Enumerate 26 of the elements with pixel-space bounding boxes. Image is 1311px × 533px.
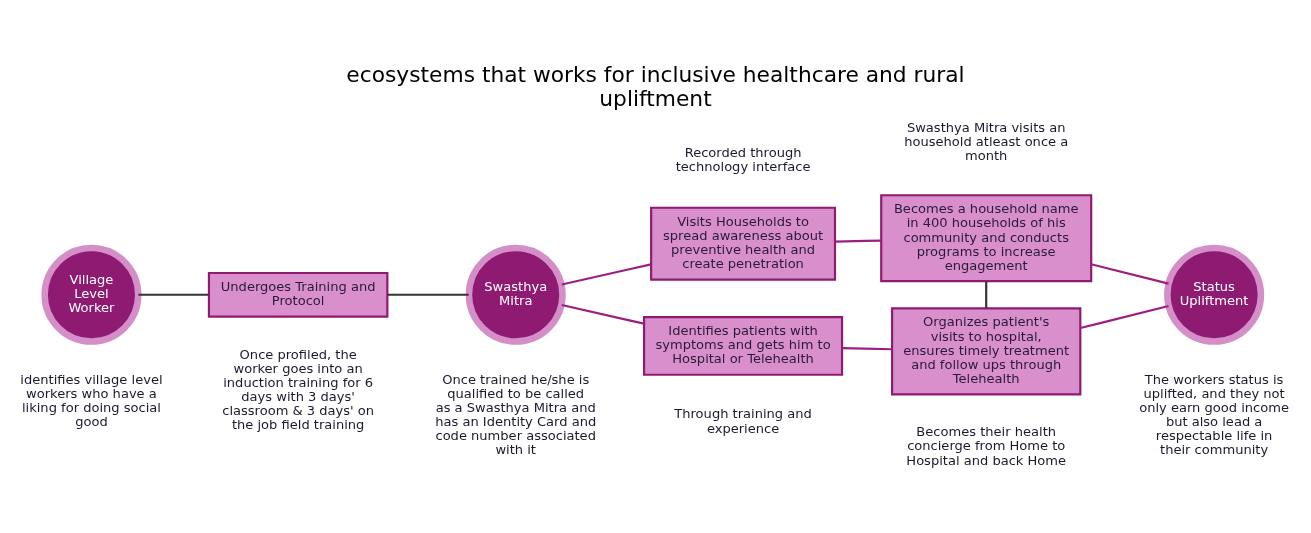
diagram-title: ecosystems that works for inclusive healthcare and rural upliftment xyxy=(346,62,965,112)
node-box: Identifies patients with symptoms and gets him to Hospital or Telehealth xyxy=(643,316,844,376)
node-label: Swasthya Mitra visits an household atleast once a month xyxy=(904,119,1069,163)
node-label: The workers status is uplifted, and they not only earn good income but also lead a respectable life in their community xyxy=(1139,371,1289,458)
node-label: Becomes their health concierge from Home to Hospital and back Home xyxy=(906,424,1067,468)
connector xyxy=(985,281,988,309)
connector xyxy=(387,293,469,296)
node-box: Organizes patient's visits to hospital, ensures timely treatment and follow ups through Telehealth xyxy=(891,307,1082,396)
connector xyxy=(1080,304,1169,330)
node-box: Visits Households to spread awareness about preventive health and create penetration xyxy=(650,206,837,281)
node-label: Once trained he/she is qualified to be called as a Swasthya Mitra and has an Identity Card and code number associated with it xyxy=(435,371,597,458)
node-label: identifies village level workers who have a liking for doing social good xyxy=(20,371,163,429)
connector xyxy=(842,347,892,351)
connector xyxy=(561,303,645,325)
node-label: Once profiled, the worker goes into an induction training for 6 days with 3 days' classroom & 3 days' on the job field training xyxy=(222,346,375,433)
connector xyxy=(1090,263,1169,285)
node-label: Recorded through technology interface xyxy=(675,145,811,175)
node-circle: Status Upliftment xyxy=(1164,244,1265,345)
connector xyxy=(138,293,209,296)
connector xyxy=(835,239,881,243)
node-circle: Village Level Worker xyxy=(41,244,142,345)
node-box: Becomes a household name in 400 households of his community and conducts programs to increase engagement xyxy=(880,194,1093,283)
node-box: Undergoes Training and Protocol xyxy=(207,271,389,318)
node-label: Through training and experience xyxy=(674,406,812,436)
node-circle: Swasthya Mitra xyxy=(465,244,566,345)
connector xyxy=(561,263,652,286)
